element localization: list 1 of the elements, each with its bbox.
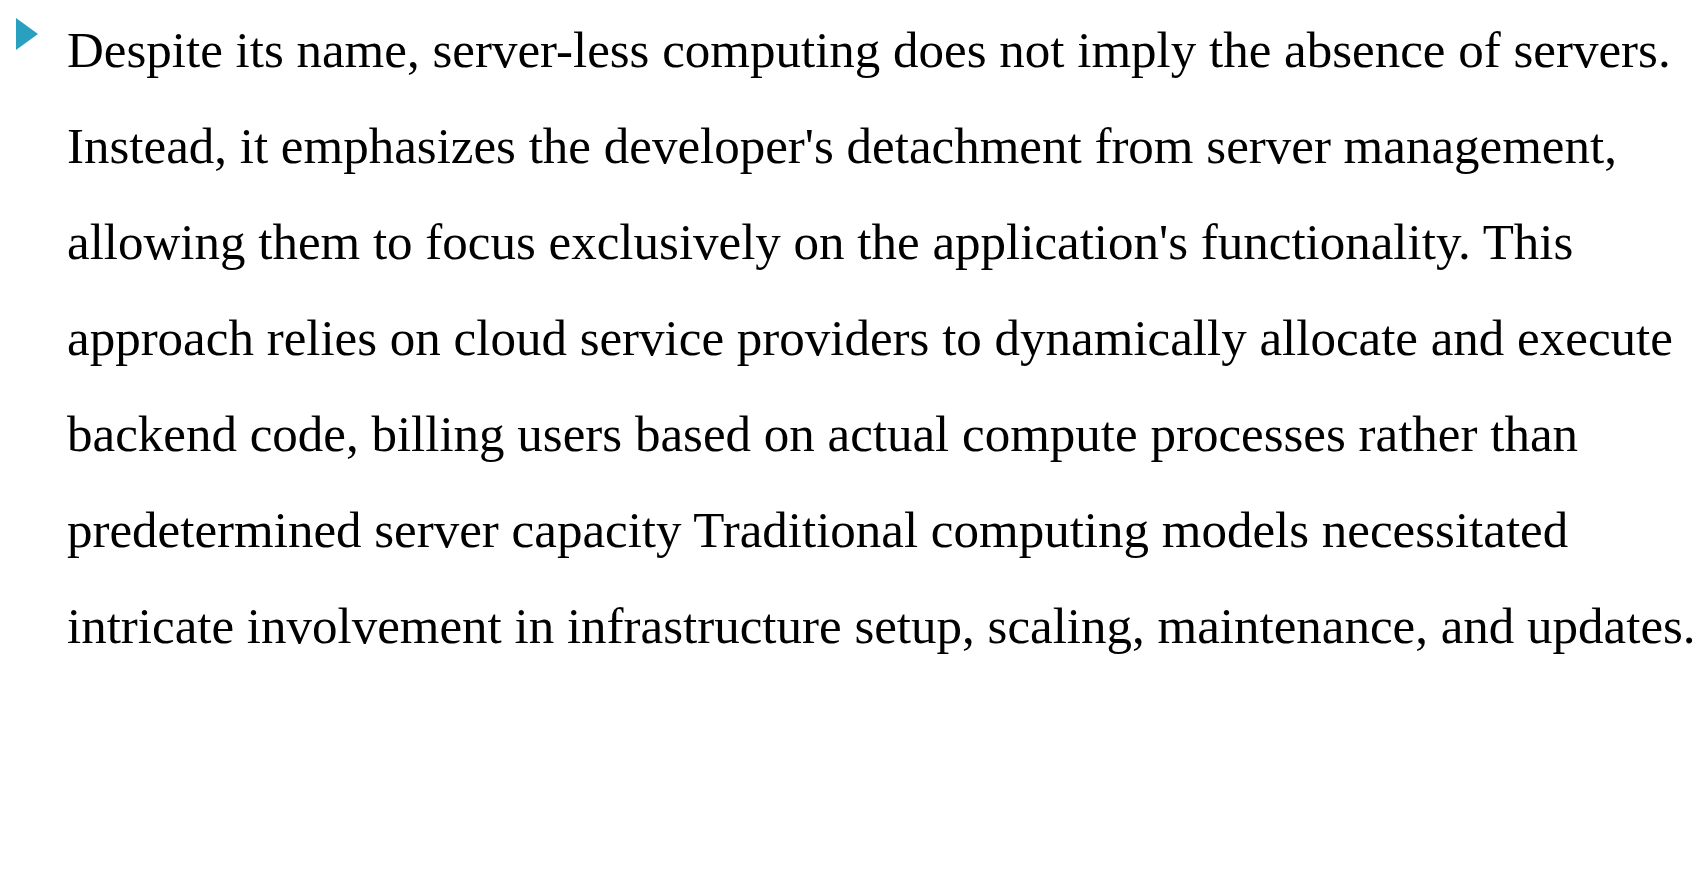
paragraph: Despite its name, server-less computing does not imply the absence of servers. Instead, it emphasizes the developer's detachment from server management, allowing them to focus exclusively on the application's functionality. This approach relies on cloud service providers to dynamically allocate and execute backend code, billing users based on actual compute processes rather than predetermined server capacity Traditional computing models necessitated intricate involvement in infrastructure setup, scaling, maintenance, and updates. <box>67 21 1697 656</box>
